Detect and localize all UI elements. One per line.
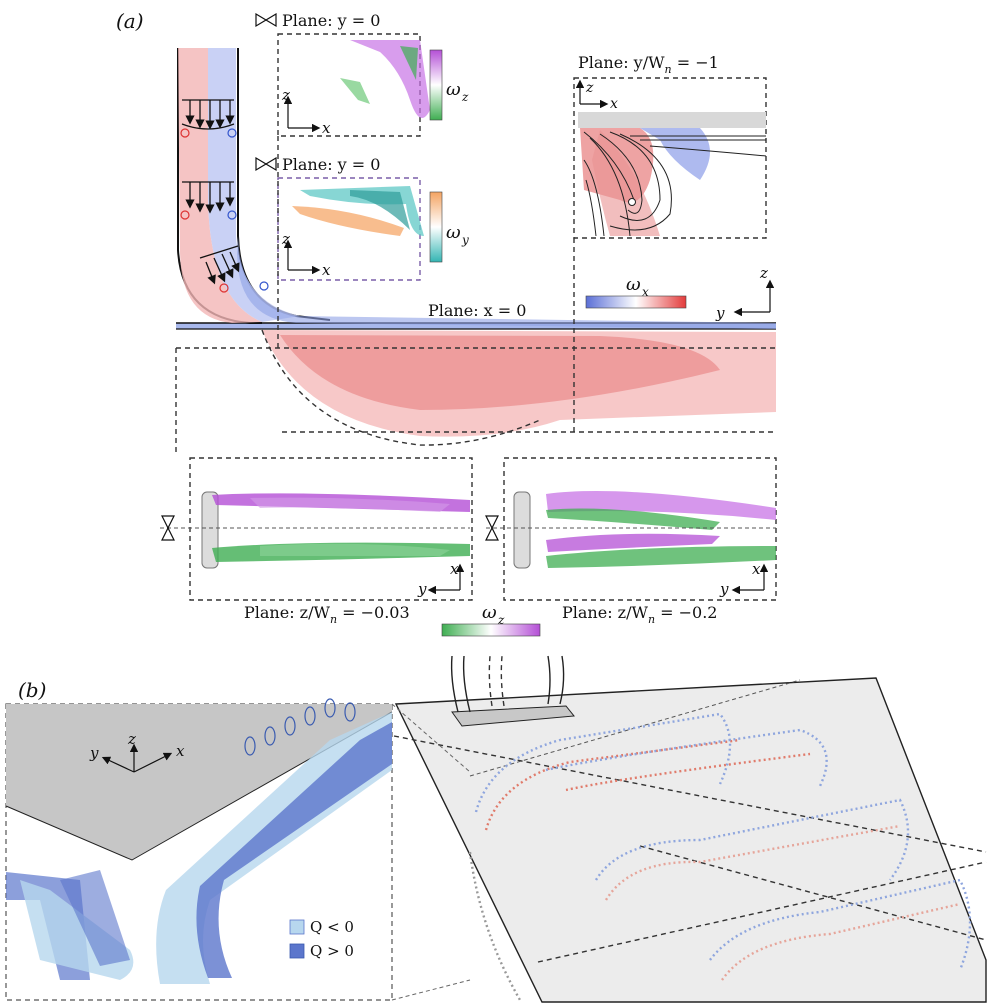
inset-plane-z-003: x y Plane: z/Wn = −0.03 bbox=[160, 457, 473, 626]
plane-x0-label: Plane: x = 0 bbox=[428, 301, 526, 320]
inset-y0-mid-title: Plane: y = 0 bbox=[282, 155, 380, 174]
colorbar-omega-z-bottom: ω z bbox=[441, 602, 541, 637]
axis-triad-yz bbox=[733, 279, 775, 317]
legend: Q < 0 Q > 0 bbox=[289, 918, 354, 960]
axis-z-label-2: z bbox=[281, 230, 290, 248]
wall-jet-vorticity bbox=[261, 329, 776, 446]
axis-triad-y0-top bbox=[283, 95, 321, 133]
axis-triad-z02 bbox=[731, 563, 769, 595]
swirl-markers bbox=[180, 128, 269, 293]
colorbar-omega-y-label: ω bbox=[446, 222, 461, 243]
axis-x-label-5: x bbox=[450, 560, 459, 578]
axis-z-label-7: z bbox=[127, 730, 136, 748]
axis-y-label-7: y bbox=[89, 744, 99, 762]
eye-icon bbox=[255, 12, 277, 28]
axis-triad-y-wn bbox=[575, 79, 609, 109]
inset-plane-y-wn: Plane: y/Wn = −1 z x bbox=[573, 53, 767, 239]
axis-z-label-1: z bbox=[281, 86, 290, 104]
axis-triad-zoom bbox=[101, 743, 173, 773]
axis-x-label-7: x bbox=[176, 742, 185, 760]
inset-plane-y0-top: Plane: y = 0 z x ω z bbox=[255, 11, 469, 137]
inset-plane-y0-mid: Plane: y = 0 z x ω y bbox=[255, 155, 469, 281]
colorbar-omega-x-sub: x bbox=[642, 285, 649, 299]
inset-z02-title: Plane: z/Wn = −0.2 bbox=[562, 603, 717, 626]
colorbar-omega-z-bottom-sub: z bbox=[497, 613, 505, 627]
ring-markers bbox=[244, 698, 356, 756]
colorbar-omega-z-top bbox=[429, 49, 443, 121]
colorbar-omega-y bbox=[429, 191, 443, 263]
legend-swatch-q-pos bbox=[289, 943, 305, 959]
eye-icon bbox=[255, 156, 277, 172]
axis-triad-z003 bbox=[427, 563, 465, 595]
colorbar-omega-x-label: ω bbox=[626, 274, 641, 295]
panel-b-label: (b) bbox=[18, 678, 46, 702]
streamlines bbox=[583, 131, 767, 237]
inset-zoom: z y x Q < 0 Q > 0 bbox=[5, 698, 393, 1001]
inset-y0-top-title: Plane: y = 0 bbox=[282, 11, 380, 30]
axis-triad-y0-mid bbox=[283, 239, 321, 275]
inset-plane-z-02: x y Plane: z/Wn = −0.2 bbox=[485, 457, 777, 626]
vortex-traces bbox=[468, 712, 972, 1001]
axis-y-label-4: y bbox=[715, 304, 725, 322]
axis-y-label-5: y bbox=[417, 580, 427, 598]
plate-3d bbox=[393, 655, 987, 1003]
axis-x-label-1: x bbox=[322, 119, 331, 137]
colorbar-omega-x: ω x bbox=[585, 274, 687, 309]
axis-x-label-6: x bbox=[752, 560, 761, 578]
legend-q-neg-label: Q < 0 bbox=[310, 918, 354, 936]
inset-z003-title: Plane: z/Wn = −0.03 bbox=[244, 603, 410, 626]
axis-z-label-3: z bbox=[585, 80, 594, 96]
colorbar-omega-y-sub: y bbox=[461, 233, 469, 247]
eye-icon bbox=[161, 515, 175, 541]
axis-y-label-6: y bbox=[719, 580, 729, 598]
velocity-profiles bbox=[181, 99, 240, 285]
eye-icon bbox=[485, 515, 499, 541]
inset-y-wn-title: Plane: y/Wn = −1 bbox=[578, 53, 719, 76]
legend-swatch-q-neg bbox=[289, 919, 305, 935]
colorbar-omega-z-bottom-label: ω bbox=[482, 602, 497, 623]
panel-b: (b) bbox=[5, 655, 987, 1003]
colorbar-omega-z-top-label: ω bbox=[446, 79, 461, 100]
panel-a-label: (a) bbox=[116, 9, 144, 33]
panel-a: (a) bbox=[116, 9, 777, 637]
axis-x-label-2: x bbox=[322, 261, 331, 279]
legend-q-pos-label: Q > 0 bbox=[310, 942, 354, 960]
colorbar-omega-z-top-sub: z bbox=[461, 90, 469, 104]
axis-x-label-3: x bbox=[610, 96, 618, 112]
axis-z-label-4: z bbox=[759, 264, 768, 282]
